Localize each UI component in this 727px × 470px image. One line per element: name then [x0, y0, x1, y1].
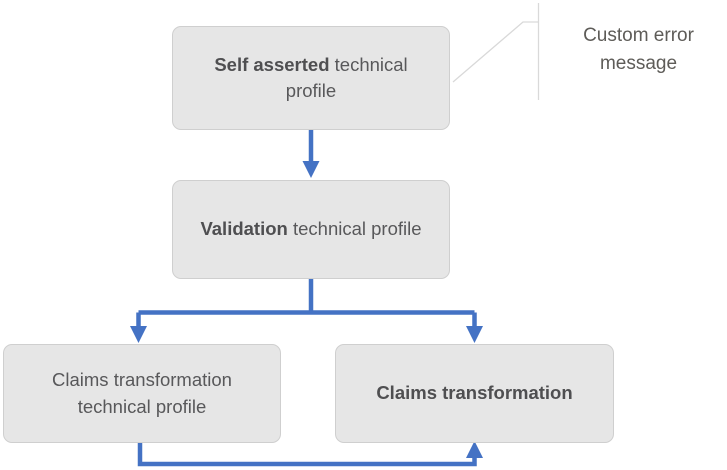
edge-self-asserted-to-validation	[302, 130, 320, 178]
node-self-asserted-label-bold: Self asserted	[214, 53, 330, 75]
node-self-asserted-label-normal: technical profile	[285, 53, 408, 101]
node-claims-left-label: Claims transformation technical profile	[52, 369, 232, 417]
node-claims-transformation-technical-profile[interactable]: Claims transformation technical profile	[3, 344, 281, 443]
node-claims-transformation[interactable]: Claims transformation	[335, 344, 614, 443]
edge-claims-left-to-claims-right	[137, 441, 483, 467]
node-self-asserted-technical-profile[interactable]: Self asserted technical profile	[172, 26, 450, 130]
node-claims-right-label: Claims transformation	[376, 382, 573, 404]
edge-validation-split	[130, 279, 483, 343]
callout-label-line-2: message	[599, 52, 678, 74]
callout-label-line-1: Custom error	[583, 25, 694, 46]
node-validation-label-normal: technical profile	[287, 218, 422, 240]
node-validation-label: Validation technical profile	[200, 216, 421, 242]
node-self-asserted-label: Self asserted technical profile	[187, 52, 435, 105]
node-validation-technical-profile[interactable]: Validation technical profile	[172, 180, 450, 279]
callout-leader-line	[452, 3, 540, 100]
node-validation-label-bold: Validation	[200, 218, 288, 240]
callout-custom-error-message: Custom error message	[556, 22, 721, 77]
